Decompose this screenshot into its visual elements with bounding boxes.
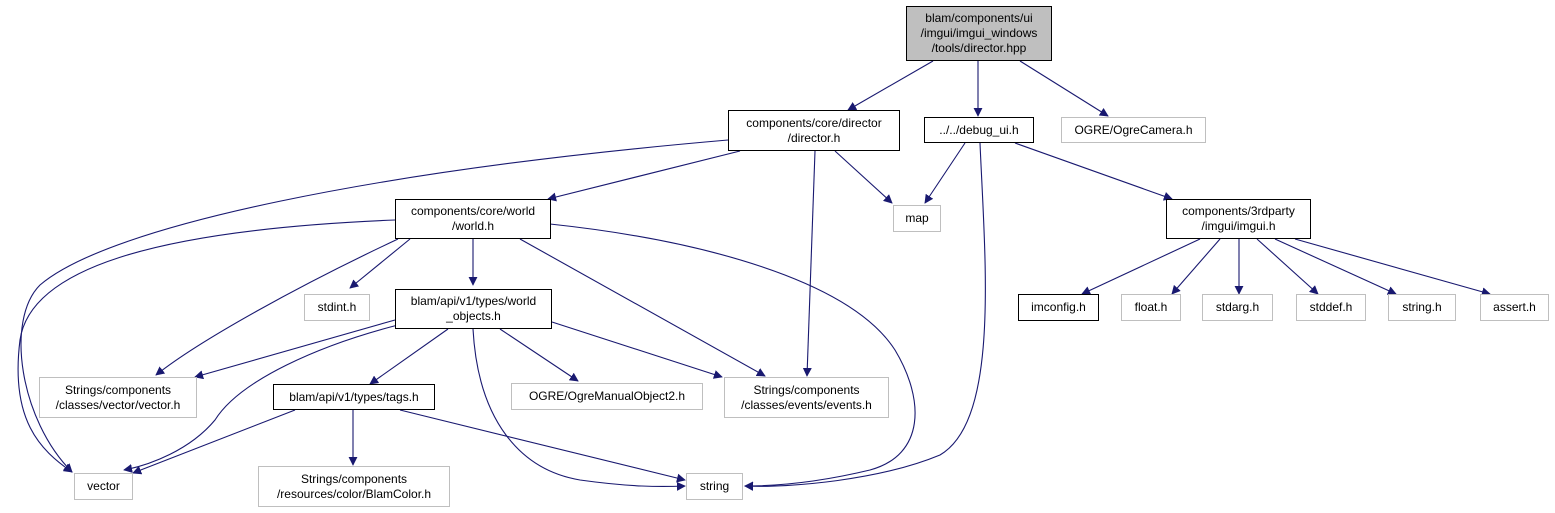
edge-director-map: [834, 150, 893, 204]
node-line: map: [905, 211, 929, 225]
node-line: imconfig.h: [1031, 300, 1086, 314]
node-vector-h: Strings/components /classes/vector/vecto…: [39, 377, 197, 418]
node-string-h: string.h: [1388, 294, 1456, 321]
node-line: stddef.h: [1309, 300, 1353, 314]
edge-imgui-float: [1171, 238, 1221, 295]
node-imconfig-h[interactable]: imconfig.h: [1018, 294, 1099, 321]
node-world-h[interactable]: components/core/world /world.h: [395, 199, 551, 239]
edge-director-events: [802, 150, 816, 377]
edge-imgui-imconfig: [1081, 238, 1201, 295]
edge-root-ogrecamera: [1019, 60, 1109, 117]
node-stdint-h: stdint.h: [304, 294, 370, 321]
node-float-h: float.h: [1121, 294, 1181, 321]
node-line: stdint.h: [317, 300, 357, 314]
node-ogrecamera-h: OGRE/OgreCamera.h: [1061, 117, 1206, 143]
edge-tags-string: [399, 409, 686, 483]
edge-world-objects-events: [551, 321, 723, 379]
edge-world-objects-string: [472, 328, 686, 491]
node-blamcolor-h: Strings/components /resources/color/Blam…: [258, 466, 450, 507]
node-world-objects-h[interactable]: blam/api/v1/types/world _objects.h: [395, 289, 552, 329]
node-line: /tools/director.hpp: [931, 41, 1027, 55]
node-line: ../../debug_ui.h: [939, 122, 1019, 137]
node-assert-h: assert.h: [1480, 294, 1549, 321]
node-line: components/3rdparty: [1182, 204, 1295, 218]
node-line: blam/api/v1/types/world: [410, 294, 537, 308]
node-line: Strings/components: [753, 382, 860, 397]
node-string: string: [686, 473, 743, 500]
node-line: vector: [87, 479, 120, 493]
node-director-hpp: blam/components/ui /imgui/imgui_windows …: [906, 6, 1052, 61]
node-imgui-h[interactable]: components/3rdparty /imgui/imgui.h: [1166, 199, 1311, 239]
node-events-h: Strings/components /classes/events/event…: [724, 377, 889, 418]
edge-world-objects-vector-h: [194, 319, 396, 380]
node-line: /imgui/imgui.h: [1201, 219, 1276, 233]
edge-world-string: [549, 223, 916, 491]
edge-director-vector: [20, 139, 729, 473]
node-line: /resources/color/BlamColor.h: [276, 486, 432, 501]
edge-world-objects-vector: [123, 324, 399, 473]
node-line: Strings/components: [64, 382, 172, 397]
node-director-h[interactable]: components/core/director /director.h: [728, 110, 900, 151]
node-line: stdarg.h: [1215, 300, 1260, 314]
node-stddef-h: stddef.h: [1296, 294, 1366, 321]
node-line: /world.h: [451, 219, 495, 233]
node-tags-h[interactable]: blam/api/v1/types/tags.h: [273, 384, 435, 410]
node-line: /director.h: [787, 130, 841, 145]
edge-director-world: [547, 150, 741, 202]
node-line: OGRE/OgreCamera.h: [1074, 122, 1193, 137]
edge-debug-ui-imgui: [1014, 142, 1173, 201]
node-ogremanualobject2-h: OGRE/OgreManualObject2.h: [511, 383, 703, 410]
edge-tags-vector: [132, 409, 296, 475]
node-line: _objects.h: [446, 309, 501, 323]
node-line: OGRE/OgreManualObject2.h: [528, 389, 686, 403]
node-line: float.h: [1134, 300, 1168, 314]
edge-debug-ui-map: [924, 142, 966, 204]
node-debug-ui-h[interactable]: ../../debug_ui.h: [924, 117, 1034, 143]
node-line: /classes/events/events.h: [741, 397, 872, 412]
edge-world-vector-h: [155, 238, 399, 376]
node-line: string.h: [1402, 300, 1442, 314]
edge-world-events: [519, 238, 766, 377]
edge-imgui-stddef: [1256, 238, 1319, 295]
node-line: /imgui/imgui_windows: [920, 26, 1038, 40]
node-line: blam/components/ui: [925, 11, 1033, 25]
node-line: Strings/components: [300, 471, 408, 486]
edge-world-stdint: [349, 238, 411, 289]
node-line: /classes/vector/vector.h: [55, 397, 181, 412]
node-line: components/core/world: [410, 204, 536, 218]
edge-root-director: [847, 60, 934, 111]
node-vector: vector: [74, 473, 133, 500]
node-line: blam/api/v1/types/tags.h: [289, 389, 419, 404]
node-line: assert.h: [1493, 300, 1536, 314]
edge-world-objects-tags: [369, 328, 449, 385]
node-stdarg-h: stdarg.h: [1202, 294, 1273, 321]
node-line: string: [699, 479, 730, 493]
node-line: components/core/director: [746, 115, 882, 130]
node-map: map: [893, 205, 941, 232]
edge-debug-ui-string: [744, 142, 986, 491]
edge-world-objects-ogremanual: [499, 328, 579, 382]
edge-imgui-assert: [1294, 238, 1491, 297]
edge-world-vector: [17, 219, 396, 473]
edge-imgui-string-h: [1274, 238, 1397, 295]
